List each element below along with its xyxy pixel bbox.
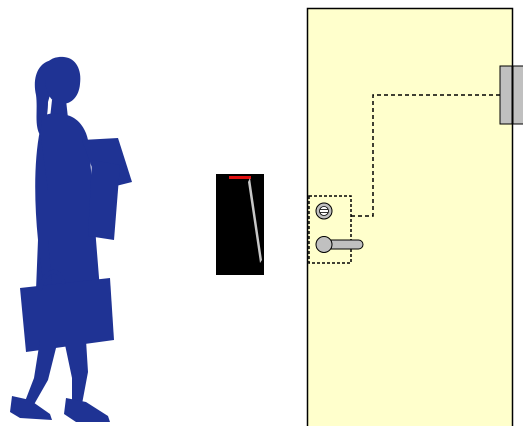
- back-shoe: [10, 396, 52, 420]
- left-arm: [35, 130, 52, 300]
- lock-hardware-box: [308, 195, 352, 264]
- front-shoe: [64, 398, 110, 422]
- back-leg: [24, 340, 58, 408]
- door-icon: [306, 7, 514, 426]
- card-reader-icon: [216, 174, 264, 275]
- lever-handle-icon: [315, 236, 364, 253]
- lower-bag-handle: [38, 270, 66, 291]
- hinge-plate-right: [512, 65, 523, 125]
- head: [45, 56, 81, 104]
- folder: [88, 160, 120, 240]
- lock-cylinder-icon: [315, 202, 333, 220]
- door-panel: [306, 7, 514, 426]
- person-silhouette-icon: [10, 56, 132, 422]
- card-reader-stripe: [248, 178, 262, 263]
- hinge-icon: [499, 65, 523, 125]
- hinge-plate-left: [499, 65, 513, 125]
- front-leg: [64, 340, 88, 408]
- card-reader-indicator: [229, 176, 251, 179]
- wiring-line: [351, 94, 500, 217]
- lower-bag: [20, 278, 114, 352]
